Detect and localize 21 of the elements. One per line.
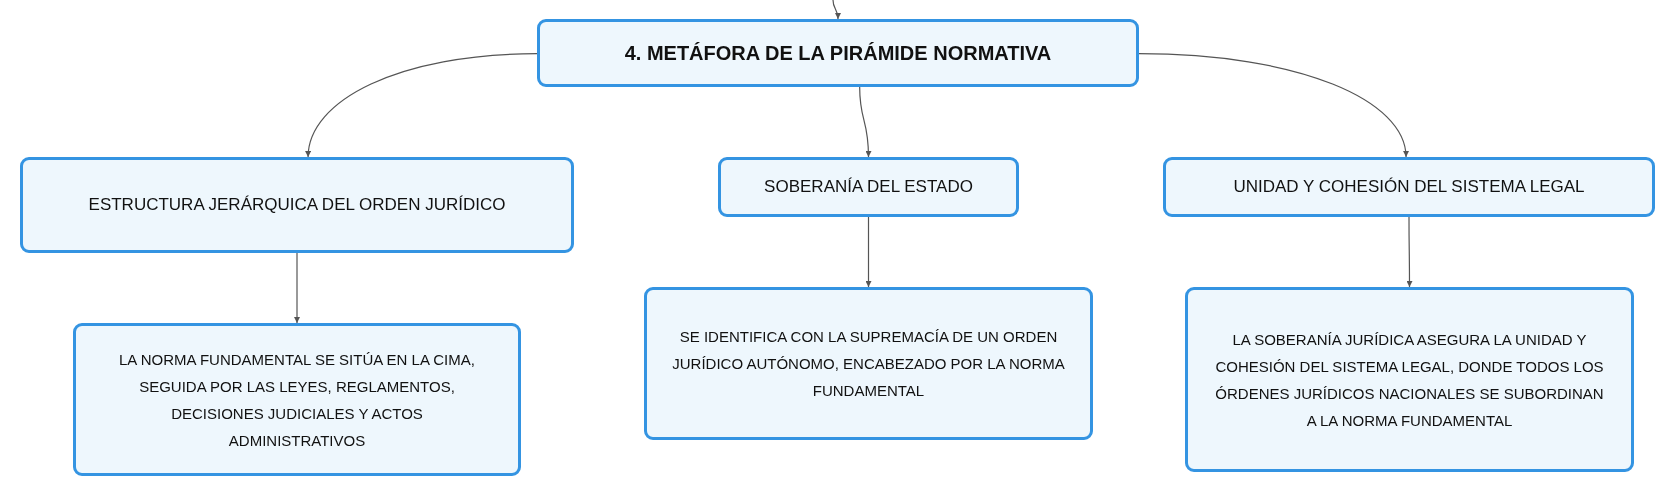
connector-arrow: [294, 252, 300, 324]
detail-text: LA SOBERANÍA JURÍDICA ASEGURA LA UNIDAD Y COHESIÓN DEL SISTEMA LEGAL, DONDE TODOS LOS ÓRDENES JURÍDICOS NACIONALES SE SUBORDINAN A LA NORMA FUNDAMENTAL: [1214, 329, 1605, 431]
detail-text: SE IDENTIFICA CON LA SUPREMACÍA DE UN ORDEN JURÍDICO AUTÓNOMO, ENCABEZADO POR LA NORMA FUNDAMENTAL: [671, 327, 1066, 401]
topic-box: [1163, 157, 1655, 217]
connector-arrow: [859, 86, 872, 158]
central-topic-text: 4. METÁFORA DE LA PIRÁMIDE NORMATIVA: [624, 41, 1052, 65]
central-topic-box: [537, 19, 1139, 87]
detail-box: [1185, 287, 1634, 472]
topic-box: [20, 157, 574, 253]
connector-arrow: [1406, 216, 1413, 288]
topic-text: SOBERANÍA DEL ESTADO: [764, 177, 973, 197]
connector-arrow: [1138, 53, 1409, 158]
connector-arrow: [305, 53, 538, 158]
connector-arrow: [865, 216, 872, 288]
topic-text: ESTRUCTURA JERÁRQUICA DEL ORDEN JURÍDICO: [88, 195, 506, 215]
detail-box: [644, 287, 1093, 440]
topic-box: [718, 157, 1019, 217]
topic-text: UNIDAD Y COHESIÓN DEL SISTEMA LEGAL: [1233, 177, 1585, 197]
connector-arrow: [832, 0, 841, 20]
detail-box: [73, 323, 521, 476]
detail-text: LA NORMA FUNDAMENTAL SE SITÚA EN LA CIMA, SEGUIDA POR LAS LEYES, REGLAMENTOS, DECISIONES JUDICIALES Y ACTOS ADMINISTRATIVOS: [118, 349, 476, 451]
